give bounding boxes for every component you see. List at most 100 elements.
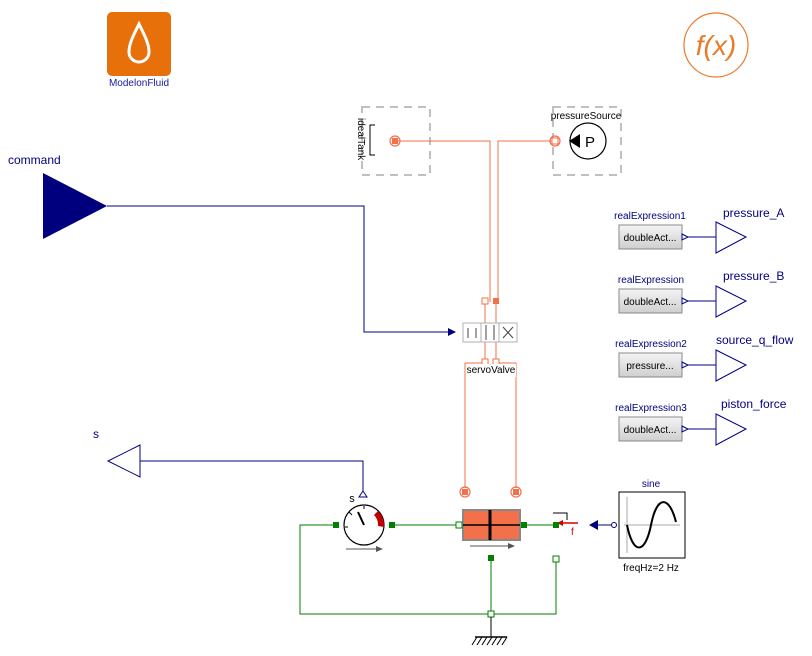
pressure-a-label: pressure_A	[723, 206, 784, 220]
fixed-ground[interactable]	[471, 610, 508, 646]
fluid-lines	[398, 140, 552, 488]
piston-force-output[interactable]: piston_force	[715, 397, 787, 446]
real-expression-2-name: realExpression2	[615, 339, 687, 350]
command-wire-arrowhead	[448, 328, 456, 336]
pressure-b-output[interactable]: pressure_B	[715, 269, 784, 318]
real-expression-value: doubleAct...	[624, 297, 677, 308]
pressure-b-triangle	[715, 285, 748, 318]
library-icon-background	[107, 12, 171, 76]
force-source-flange[interactable]	[553, 522, 559, 528]
force-source-label: f	[571, 527, 574, 538]
force-source[interactable]: f	[552, 512, 598, 563]
servo-valve-label-bg	[466, 364, 516, 377]
ideal-tank-port[interactable]	[392, 138, 398, 144]
translational-wires	[299, 524, 557, 615]
real-expression-1-value: doubleAct...	[624, 233, 677, 244]
source-q-flow-label: source_q_flow	[716, 333, 794, 347]
servo-valve-port-t[interactable]	[481, 297, 489, 305]
valve-to-cylinder-b-line	[496, 362, 517, 488]
ideal-tank-label: idealTank	[355, 118, 366, 161]
position-sensor[interactable]: s	[333, 490, 395, 552]
pressure-source-arrow-icon	[569, 134, 580, 148]
real-expression-name: realExpression	[618, 275, 684, 286]
real-expression-3-box	[618, 416, 683, 442]
position-sensor-needle	[357, 511, 365, 526]
pressure-source[interactable]: pressureSource P	[549, 106, 622, 176]
real-expression-2-output-port[interactable]	[681, 361, 690, 369]
servo-valve-symbol-6	[502, 326, 514, 339]
real-expression-1-output-port[interactable]	[681, 233, 690, 241]
droplet-icon	[127, 20, 151, 64]
position-sensor-direction-arrow-icon	[376, 546, 383, 552]
force-source-input-port[interactable]	[589, 520, 598, 530]
real-expression-3-output-port[interactable]	[681, 425, 690, 433]
sine-label: sine	[642, 479, 661, 490]
real-expression-1-name: realExpression1	[614, 211, 686, 222]
command-signal-wire	[107, 205, 448, 333]
s-output[interactable]: s	[93, 427, 141, 478]
force-source-support[interactable]	[552, 555, 560, 563]
source-to-valve-line	[497, 140, 552, 302]
function-icon-circle	[683, 12, 749, 78]
force-source-arrow-icon	[557, 520, 563, 526]
position-sensor-flange-b[interactable]	[389, 522, 395, 528]
cylinder-port-b[interactable]	[513, 489, 519, 495]
command-label: command	[8, 153, 61, 167]
real-expression[interactable]: realExpression doubleAct...	[618, 275, 690, 314]
position-sensor-flange-a[interactable]	[333, 522, 339, 528]
library-label: ModelonFluid	[109, 78, 169, 89]
s-output-triangle	[106, 444, 141, 478]
position-sensor-red-zone	[374, 511, 385, 527]
pressure-source-port[interactable]	[551, 137, 559, 145]
sine-param: freqHz=2 Hz	[623, 563, 679, 574]
pressure-a-triangle	[715, 221, 748, 254]
tank-to-valve-line	[398, 140, 491, 302]
pressure-source-label: pressureSource	[551, 111, 622, 122]
real-expression-2-box	[618, 352, 683, 378]
command-input[interactable]: command	[8, 153, 107, 239]
force-source-bracket	[553, 512, 568, 520]
pressure-a-output[interactable]: pressure_A	[715, 206, 784, 254]
real-expression-2[interactable]: realExpression2 pressure...	[615, 339, 690, 378]
cylinder-port-b-ring	[510, 486, 522, 498]
cylinder-flange-b[interactable]	[521, 522, 527, 528]
sine-source[interactable]: sine freqHz=2 Hz	[611, 479, 686, 574]
real-expression-2-value: pressure...	[626, 361, 673, 372]
cylinder-support-flange[interactable]	[488, 555, 494, 561]
function-icon[interactable]: f(x)	[683, 12, 749, 78]
piston-force-label: piston_force	[721, 397, 787, 411]
ideal-tank-bracket	[369, 124, 375, 156]
source-q-flow-triangle	[715, 349, 748, 382]
servo-valve-label: servoValve	[467, 365, 516, 376]
real-expression-1-box	[618, 224, 683, 250]
s-output-label: s	[93, 427, 99, 441]
hydraulic-cylinder[interactable]	[455, 486, 527, 549]
pressure-b-label: pressure_B	[723, 269, 784, 283]
sine-output-port[interactable]	[611, 522, 617, 528]
piston-force-triangle	[715, 413, 748, 446]
real-expression-output-port[interactable]	[681, 297, 690, 305]
real-expression-3[interactable]: realExpression3 doubleAct...	[615, 403, 690, 442]
ground-flange[interactable]	[487, 610, 495, 618]
ground-hatch	[471, 636, 508, 646]
mechanical-loop-wire	[299, 524, 557, 615]
real-expression-1[interactable]: realExpression1 doubleAct...	[614, 211, 690, 250]
position-sensor-output-port[interactable]	[358, 490, 368, 498]
modelon-fluid-library-icon[interactable]: ModelonFluid	[107, 12, 171, 89]
cylinder-port-a[interactable]	[462, 489, 468, 495]
source-q-flow-output[interactable]: source_q_flow	[715, 333, 794, 382]
real-expression-3-value: doubleAct...	[624, 425, 677, 436]
position-sensor-label: s	[349, 493, 355, 505]
valve-to-cylinder-a-line	[464, 362, 485, 488]
real-expression-box	[618, 288, 683, 314]
cylinder-port-a-ring	[459, 486, 471, 498]
servo-valve[interactable]: servoValve	[462, 297, 518, 377]
command-input-triangle	[43, 173, 107, 239]
pressure-source-symbol: P	[585, 134, 595, 151]
cylinder-flange-a[interactable]	[455, 521, 463, 529]
servo-valve-port-p[interactable]	[493, 298, 499, 304]
real-expression-3-name: realExpression3	[615, 403, 687, 414]
servo-valve-body	[462, 322, 518, 343]
cylinder-direction-arrow-icon	[508, 543, 515, 549]
